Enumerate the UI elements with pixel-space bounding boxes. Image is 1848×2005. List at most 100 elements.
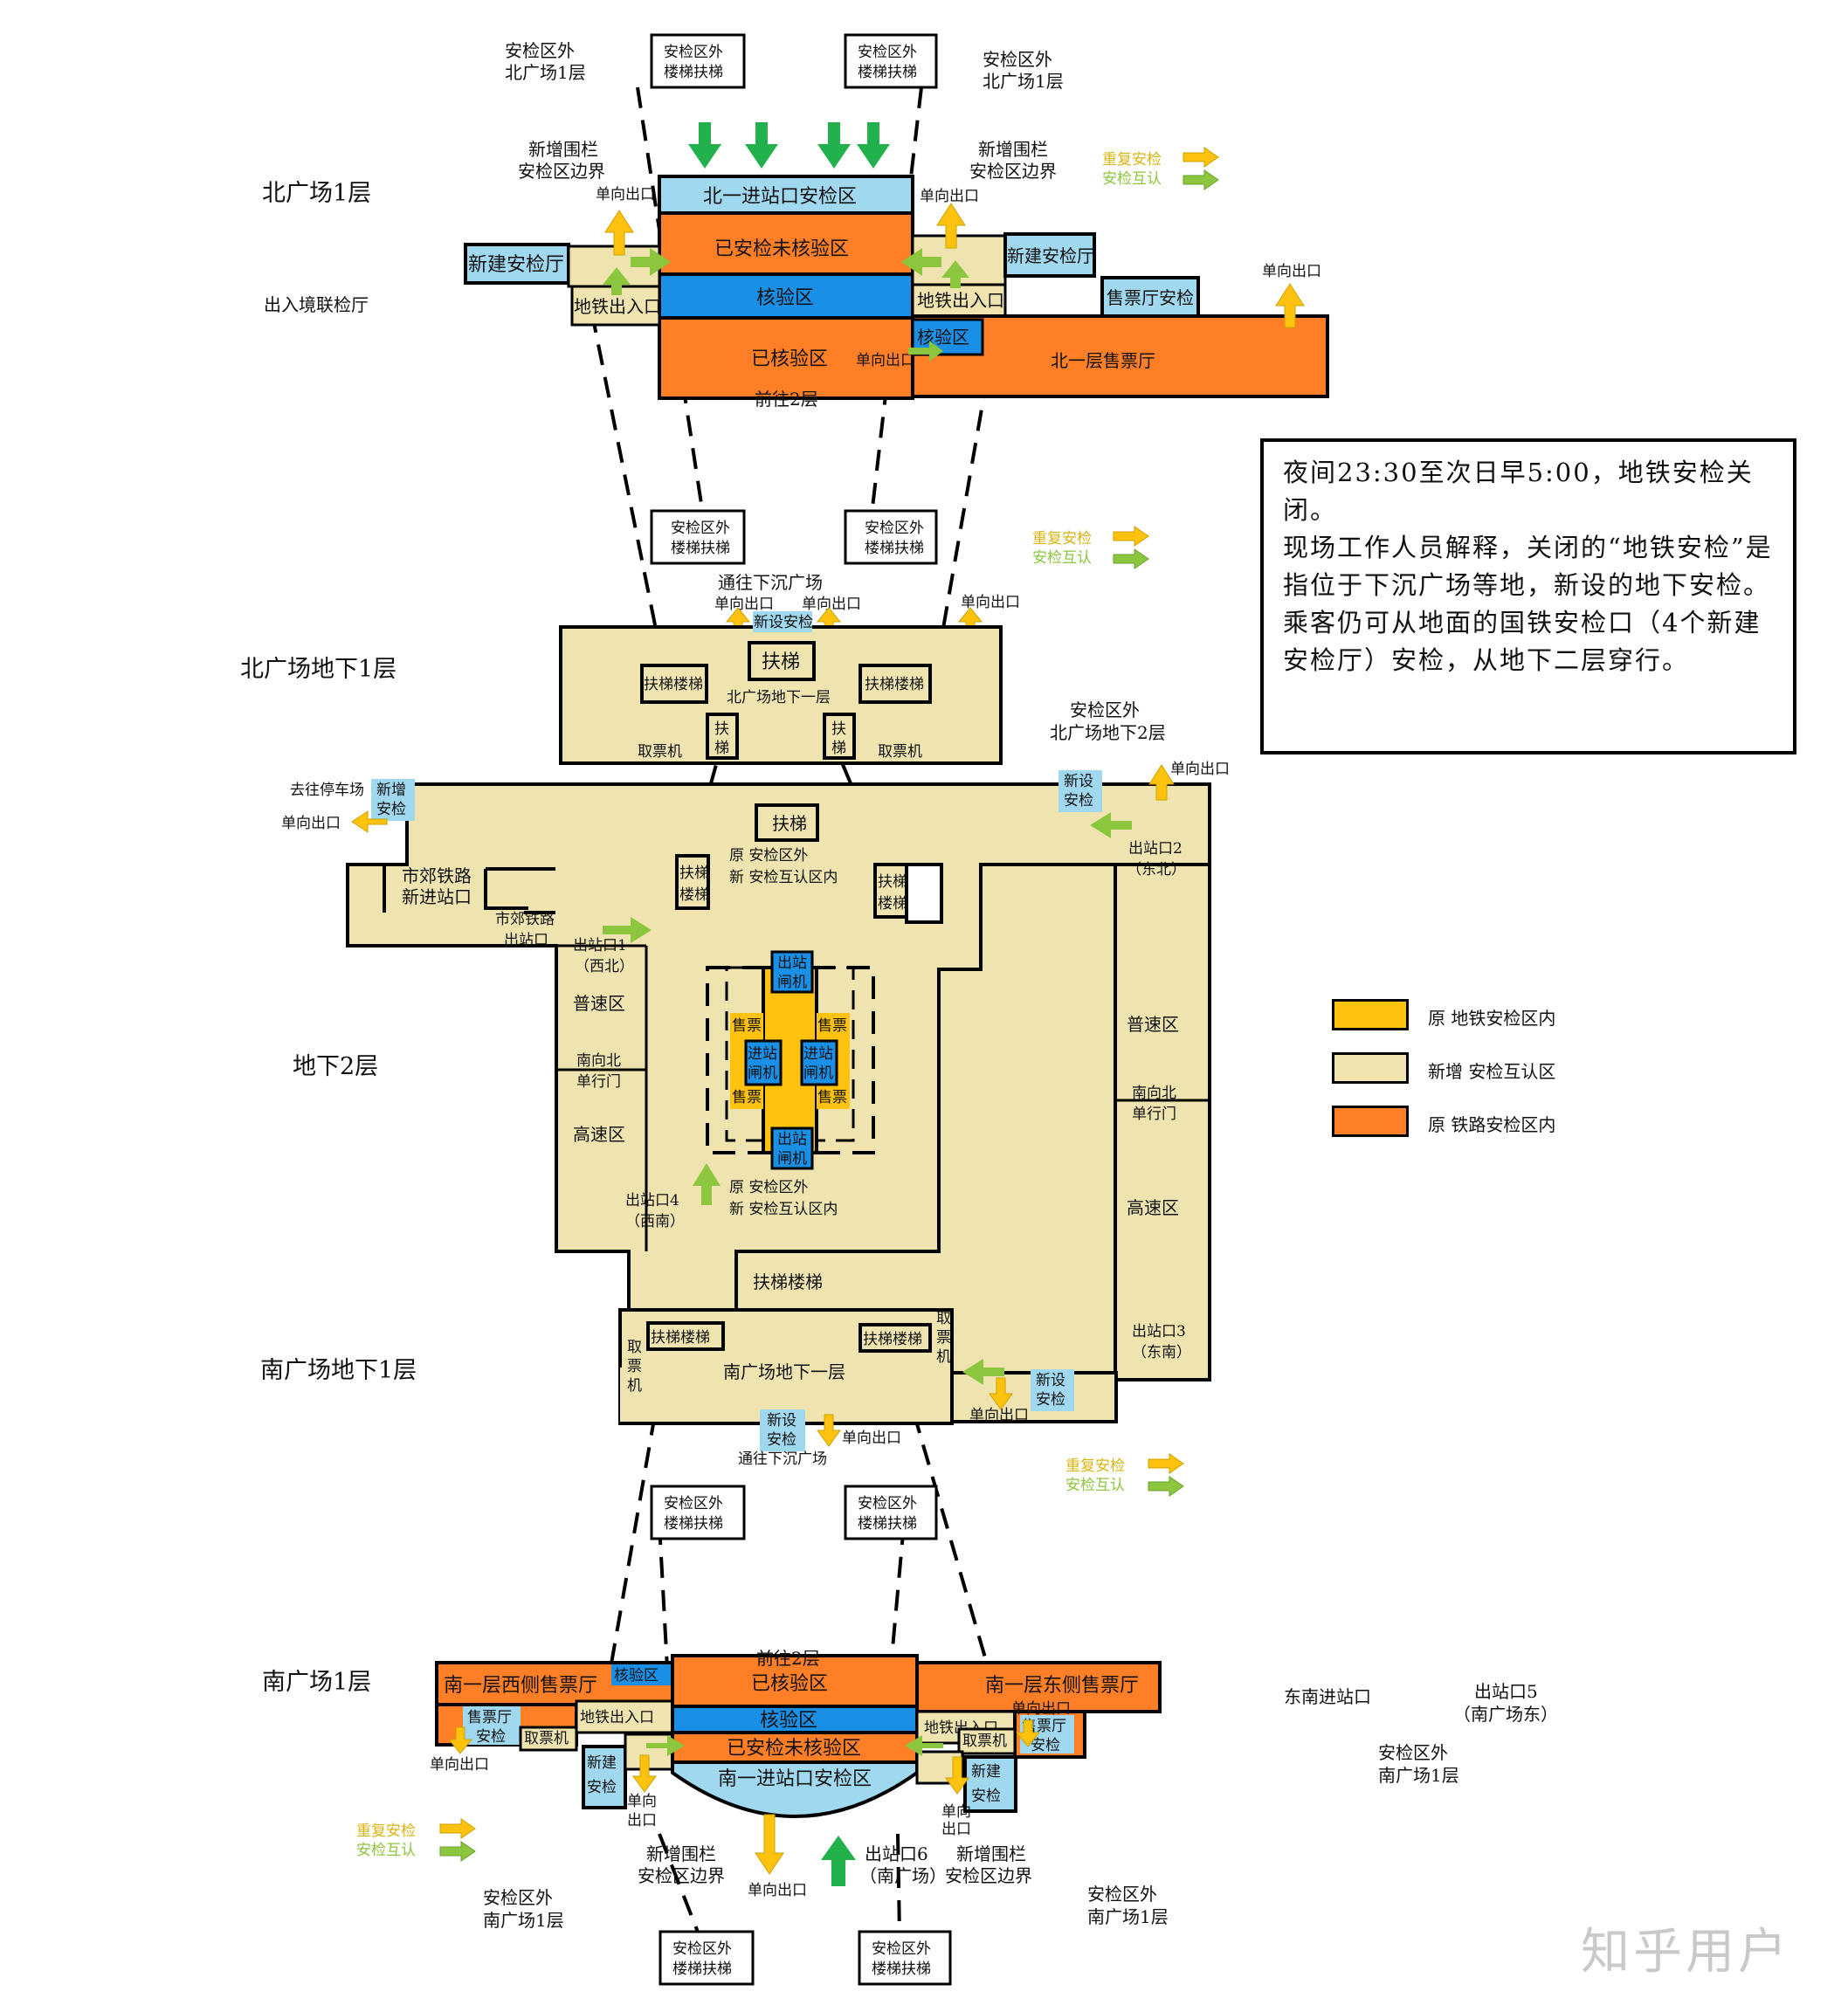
north-verified-zone — [658, 316, 914, 400]
metro-entry-left-label: 地铁出入口 — [574, 296, 661, 317]
east-ticket-hall — [915, 1661, 1162, 1713]
entry-gate-label: 进站 — [748, 1045, 777, 1063]
legend-mutual-label: 安检互认 — [1065, 1477, 1125, 1494]
one-way-exit-label: 单向出口 — [920, 188, 979, 205]
zone-top-label: 新 安检互认区内 — [729, 869, 838, 886]
outside-sw-label: 安检区外 — [483, 1887, 553, 1908]
exit3-label: （东南） — [1132, 1344, 1191, 1361]
south-security-zone-label: 南一进站口安检区 — [718, 1768, 872, 1790]
zone-bottom-label: 新 安检互认区内 — [729, 1201, 838, 1218]
exit-gate-label: 闸机 — [777, 1150, 807, 1168]
ticket-security-right: 安检 — [1031, 1737, 1060, 1754]
metro-entry-left-label: 地铁出入口 — [580, 1709, 654, 1726]
legend-repeat-label: 重复安检 — [1102, 151, 1162, 169]
outside-se-label: 安检区外 — [1087, 1884, 1157, 1905]
verify-small-label: 核验区 — [614, 1667, 659, 1685]
north-verified-zone-label: 已核验区 — [751, 348, 828, 370]
escalator-stacked: 扶 — [831, 720, 846, 738]
ticket-machine-label: 机 — [936, 1348, 951, 1366]
ticket-label: 售票 — [732, 1089, 762, 1106]
new-security-label: 新设 — [1036, 1372, 1065, 1389]
fence-right-label: 安检区边界 — [945, 1865, 1032, 1886]
ticket-hall-security-label: 售票厅安检 — [1107, 287, 1194, 308]
immigration-label: 出入境联检厅 — [264, 294, 369, 315]
fence-left-label: 安检区边界 — [638, 1865, 725, 1886]
entry-gate-label: 闸机 — [748, 1065, 777, 1082]
new-security-label: 新设 — [767, 1412, 796, 1430]
exit6-label: 出站口6 — [865, 1843, 928, 1864]
suburban-entry-label: 新进站口 — [402, 886, 472, 907]
outside-e-label: 安检区外 — [1378, 1742, 1448, 1763]
outside-b2-label: 北广场地下2层 — [1050, 722, 1166, 743]
ticket-machine-label: 取票机 — [638, 743, 682, 761]
exit-gate-label: 出站 — [777, 954, 807, 972]
southeast-entry-label: 东南进站口 — [1284, 1686, 1371, 1707]
north-b1-section: 安检区外 楼梯扶梯 安检区外 楼梯扶梯 重复安检 安检互认 通往下沉广场 单向出… — [559, 509, 1166, 765]
escalator-stacked: 梯 — [714, 740, 729, 757]
exit4-label: （西南） — [625, 1213, 685, 1230]
one-way-exit-label: 单向出口 — [748, 1882, 807, 1899]
outside-se-label: 南广场1层 — [1087, 1906, 1169, 1927]
outside-b2-label: 安检区外 — [1070, 699, 1140, 720]
one-way-exit-label: 单向出口 — [969, 1407, 1029, 1424]
stair-box-label: 楼梯扶梯 — [872, 1960, 931, 1978]
new-security-label: 新建 — [587, 1754, 617, 1772]
one-way-exit-label: 单向出口 — [596, 186, 655, 203]
north-verify-zone-label: 核验区 — [756, 287, 814, 309]
b2-section: 市郊铁路 新进站口 市郊铁路 出站口 去往停车场 新增 安检 单向出口 扶梯 扶… — [281, 761, 1230, 1381]
new-security-label: 安检 — [1064, 792, 1093, 810]
escalator-stairs-label: 扶梯 — [878, 873, 907, 891]
legend-swatch — [1332, 1052, 1409, 1084]
escalator-stairs-label: 扶梯楼梯 — [651, 1329, 710, 1347]
to-parking-label: 去往停车场 — [290, 782, 364, 799]
ticket-machine-label: 取 — [627, 1339, 642, 1356]
south-security-zone — [671, 1760, 919, 1818]
new-security-hall-left — [464, 243, 570, 285]
one-way-exit-label: 单向出口 — [281, 815, 341, 832]
fence-right-label: 新增围栏 — [956, 1843, 1026, 1864]
night-notice: 夜间23:30至次日早5:00，地铁安检关闭。 现场工作人员解释，关闭的“地铁安… — [1260, 438, 1796, 754]
to-2f-label: 前往2层 — [756, 1648, 820, 1669]
legend-swatch — [1332, 999, 1409, 1030]
level-label-south-b1: 南广场地下1层 — [260, 1357, 417, 1384]
fence-right-label: 安检区边界 — [969, 161, 1057, 182]
exit2-label: 出站口2 — [1128, 840, 1183, 858]
new-security-label: 安检 — [1036, 1391, 1065, 1409]
legend-label: 新增 安检互认区 — [1428, 1061, 1556, 1082]
exit1-label: 出站口1 — [573, 937, 627, 954]
one-way-door-west: 南向北 — [576, 1052, 621, 1070]
new-security-hall-right-label: 新建安检厅 — [1007, 245, 1094, 266]
fence-left-label: 新增围栏 — [646, 1843, 716, 1864]
south-verified-label: 已核验区 — [751, 1673, 828, 1695]
exit5-label: （南广场东） — [1453, 1704, 1558, 1725]
stair-box-label: 安检区外 — [865, 520, 924, 537]
north-security-zone — [658, 175, 914, 215]
high-speed-west: 高速区 — [573, 1124, 625, 1145]
escalator-stacked: 扶 — [714, 720, 729, 738]
legend-mutual-label: 安检互认 — [1032, 549, 1092, 567]
stair-box-label: 安检区外 — [872, 1940, 931, 1958]
entry-arrows — [688, 122, 890, 169]
to-2f-label: 前往2层 — [755, 389, 818, 410]
to-sunken-label: 通往下沉广场 — [738, 1450, 827, 1468]
one-way-exit-label: 单向出口 — [430, 1756, 489, 1774]
ticket-machine-label: 票 — [627, 1358, 642, 1375]
mutual-arrow-right — [631, 248, 671, 276]
new-security-label: 新设安检 — [754, 614, 813, 631]
stair-box-label: 安检区外 — [858, 1495, 917, 1512]
ticket-machine-label: 取 — [936, 1310, 951, 1327]
escalator-stairs-label: 楼梯 — [878, 895, 907, 913]
one-way-exit-label: 单向 — [627, 1793, 657, 1810]
one-way-door-east: 单行门 — [1132, 1106, 1176, 1123]
new-security-label: 安检 — [767, 1431, 796, 1449]
entry-arrow-up — [603, 267, 631, 295]
new-security-label: 安检 — [971, 1788, 1001, 1805]
escalator-stairs-label: 扶梯楼梯 — [753, 1271, 823, 1292]
north-b1-name-label: 北广场地下一层 — [727, 689, 831, 706]
escalator-stairs-label: 扶梯楼梯 — [865, 676, 924, 693]
ticket-security-left: 售票厅 — [467, 1709, 512, 1726]
b2-east-corridor — [1114, 863, 1211, 1381]
one-way-exit-label: 单向出口 — [842, 1430, 901, 1447]
exit3-label: 出站口3 — [1132, 1323, 1186, 1340]
